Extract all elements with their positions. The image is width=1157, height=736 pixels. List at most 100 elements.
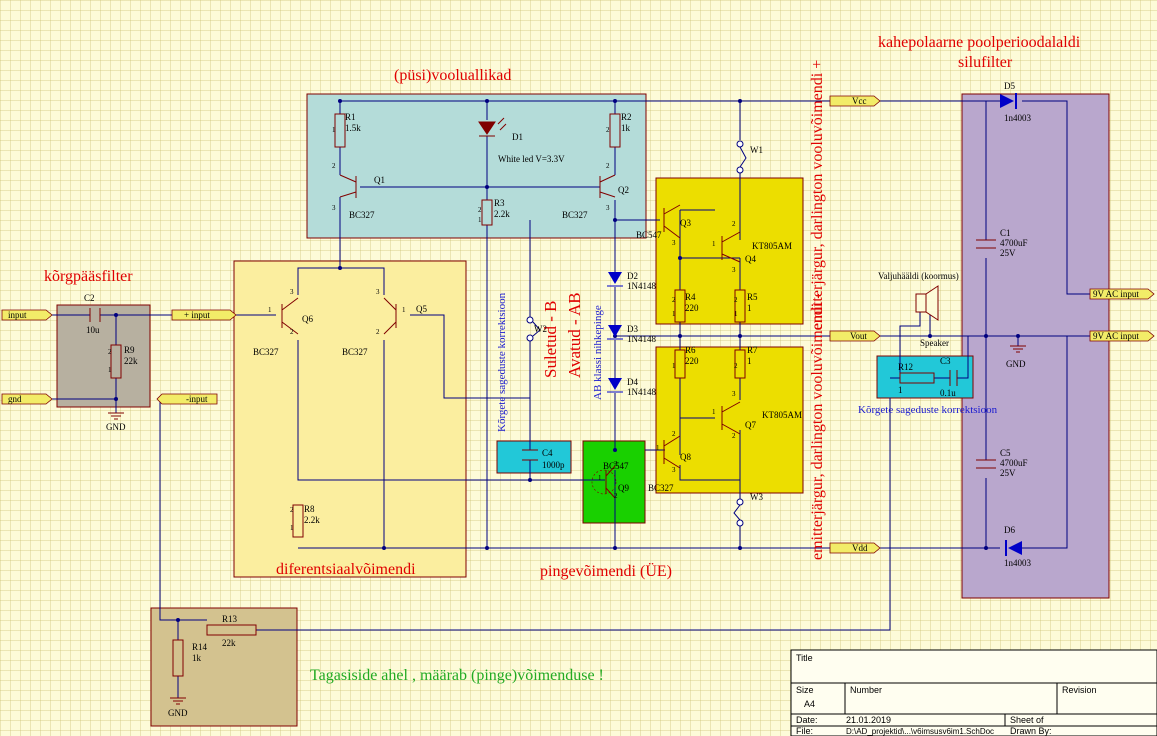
title-hf-correction-v: Kõrgete sageduste korrektsioon <box>496 292 508 432</box>
title-highpass: kõrgpääsfilter <box>44 268 133 285</box>
svg-text:1: 1 <box>290 524 294 532</box>
label-r14-value: 1k <box>192 653 202 663</box>
resistor-r12 <box>899 372 935 384</box>
diff-amp-region <box>233 260 467 578</box>
current-sources-region <box>306 93 647 239</box>
label-d1-value: White led V=3.3V <box>498 154 565 164</box>
resistor-r2 <box>609 113 621 148</box>
title-emit-pos-line: emitterjärgur, darlington vooluvõimendi … <box>809 60 826 330</box>
gnd-fb <box>170 697 186 705</box>
title-open: Avatud - AB <box>565 292 584 378</box>
label-c4: C4 <box>542 448 553 458</box>
label-gnd-fb: GND <box>168 708 188 718</box>
label-c1: C1 <box>1000 228 1011 238</box>
transistor-q5 <box>383 297 397 335</box>
jumper-w1 <box>736 140 744 148</box>
title-feedback: Tagasiside ahel , määrab (pinge)võimendu… <box>310 667 604 684</box>
diode-d3 <box>608 325 622 337</box>
tb-file-value: D:\AD_projektid\...\v6imsusv6im1.SchDoc <box>846 727 994 736</box>
transistor-q9 <box>605 465 616 499</box>
label-c1-voltage: 25V <box>1000 248 1016 258</box>
svg-text:3: 3 <box>376 288 380 296</box>
label-r4: R4 <box>685 292 696 302</box>
diode-d2 <box>608 272 622 284</box>
transistor-q6 <box>281 297 299 335</box>
label-q8: Q8 <box>680 452 691 462</box>
label-d3-value: 1N4148 <box>627 334 656 344</box>
label-r13-value: 22k <box>222 638 236 648</box>
transistor-q8 <box>663 435 681 469</box>
tb-size-value: A4 <box>804 699 815 709</box>
feedback-region <box>150 607 298 727</box>
label-q1-type: BC327 <box>349 210 375 220</box>
label-r8-value: 2.2k <box>304 515 320 525</box>
speaker-symbol <box>915 285 939 321</box>
resistor-r7 <box>734 349 746 379</box>
label-gnd-rect: GND <box>1006 359 1026 369</box>
label-c5-value: 4700uF <box>1000 458 1028 468</box>
label-r2: R2 <box>621 112 632 122</box>
svg-text:3: 3 <box>290 288 294 296</box>
port-plus-input-label: + input <box>184 310 210 320</box>
title-emit-neg: emitterjärgur, darlington vooluvõimendi … <box>809 293 826 560</box>
transistor-q4 <box>721 231 741 263</box>
label-c1-value: 4700uF <box>1000 238 1028 248</box>
capacitors <box>89 239 996 469</box>
transistors <box>281 174 741 499</box>
label-q5: Q5 <box>416 304 427 314</box>
diode-d6 <box>1008 541 1022 555</box>
label-d5-value: 1n4003 <box>1004 113 1032 123</box>
title-emit-neg-line: emitterjärgur, darlington vooluvõimendi … <box>809 293 826 560</box>
label-r2-value: 1k <box>621 123 631 133</box>
svg-text:1: 1 <box>656 444 660 452</box>
resistors <box>110 113 935 677</box>
label-gnd-hp: GND <box>106 422 126 432</box>
label-speaker: Speaker <box>920 338 949 348</box>
port-ac1-label: 9V AC input <box>1093 289 1139 299</box>
svg-text:2: 2 <box>332 162 336 170</box>
svg-text:3: 3 <box>332 204 336 212</box>
label-q7-type: KT805AM <box>762 410 802 420</box>
tb-drawn-label: Drawn By: <box>1010 726 1052 736</box>
label-r12-value: 1 <box>898 385 903 395</box>
title-current-sources: (püsi)vooluallikad <box>394 67 511 84</box>
transistor-q1 <box>339 174 357 198</box>
label-d5: D5 <box>1004 81 1015 91</box>
svg-text:2: 2 <box>606 126 610 134</box>
label-c3: C3 <box>940 356 951 366</box>
junctions <box>114 99 1020 622</box>
port-input <box>1 309 53 321</box>
rectifier-region <box>961 93 1110 599</box>
label-w3: W3 <box>750 492 763 502</box>
label-c3-value: 0.1u <box>940 388 956 398</box>
tb-number-label: Number <box>850 685 882 695</box>
label-r6-value: 220 <box>685 356 699 366</box>
label-r6: R6 <box>685 345 696 355</box>
svg-text:1: 1 <box>598 474 602 482</box>
label-q9-type: BC547 <box>603 461 629 471</box>
port-vdd-label: Vdd <box>852 543 868 553</box>
svg-text:2: 2 <box>606 162 610 170</box>
transistor-q3 <box>663 204 681 239</box>
port-ac1 <box>1089 288 1155 300</box>
label-q7: Q7 <box>745 420 756 430</box>
jumpers <box>526 140 747 527</box>
label-r5: R5 <box>747 292 758 302</box>
label-r9-value: 22k <box>124 356 138 366</box>
label-d2-value: 1N4148 <box>627 281 656 291</box>
svg-text:1: 1 <box>712 240 716 248</box>
label-r7: R7 <box>747 345 758 355</box>
svg-text:3: 3 <box>672 239 676 247</box>
resistor-r4 <box>674 289 686 323</box>
label-q6-type: BC327 <box>253 347 279 357</box>
port-gnd-label: gnd <box>8 394 22 404</box>
label-r3: R3 <box>494 198 505 208</box>
label-q1: Q1 <box>374 175 385 185</box>
svg-text:1: 1 <box>108 366 112 374</box>
diodes <box>478 93 1022 556</box>
label-q8-type: BC327 <box>648 483 674 493</box>
diode-d1 <box>478 121 496 135</box>
title-block <box>790 649 1157 736</box>
label-d6-value: 1n4003 <box>1004 558 1032 568</box>
